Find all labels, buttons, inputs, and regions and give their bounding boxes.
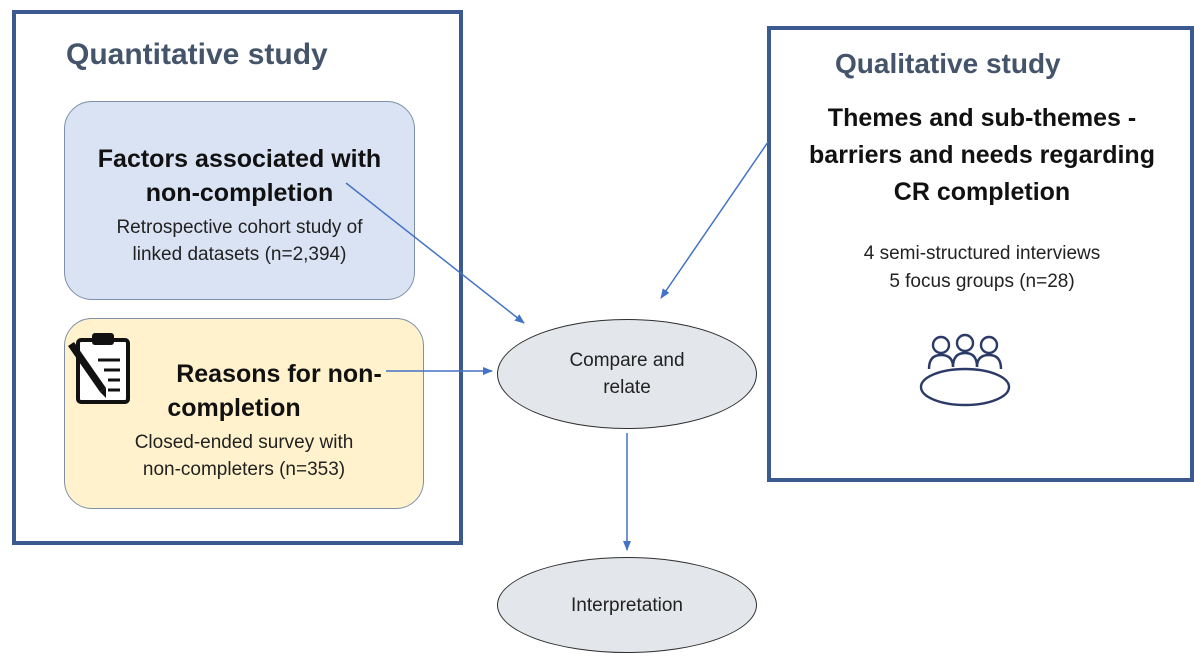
interpretation-label: Interpretation <box>571 594 683 616</box>
qualitative-detail-line1: 4 semi-structured interviews <box>863 243 1101 264</box>
qualitative-details: 4 semi-structured interviews 5 focus gro… <box>787 240 1177 296</box>
reasons-heading-line2: completion <box>167 394 301 422</box>
factors-heading-line1: Factors associated with <box>97 145 382 173</box>
qualitative-heading-line3: CR completion <box>893 178 1071 206</box>
compare-and-relate-ellipse: Compare and relate <box>497 319 757 429</box>
qualitative-heading: Themes and sub-themes - barriers and nee… <box>787 100 1177 211</box>
arrow-qualitative-to-compare <box>660 141 769 299</box>
quantitative-study-title: Quantitative study <box>66 38 328 71</box>
factors-sub-line2: linked datasets (n=2,394) <box>132 244 347 265</box>
qualitative-heading-line2: barriers and needs regarding <box>809 141 1155 169</box>
qualitative-heading-line1: Themes and sub-themes - <box>827 104 1137 132</box>
reasons-sub-line2: non-completers (n=353) <box>142 459 346 480</box>
arrow-factors-to-compare <box>345 182 525 324</box>
factors-box: Factors associated with non-completion R… <box>64 101 415 300</box>
compare-label-line2: relate <box>603 377 651 398</box>
qualitative-study-panel <box>767 26 1194 482</box>
focus-group-icon <box>919 333 1011 407</box>
factors-sub-line1: Retrospective cohort study of <box>116 217 363 238</box>
reasons-heading-line1: Reasons for non- <box>176 360 382 388</box>
qualitative-detail-line2: 5 focus groups (n=28) <box>889 271 1075 292</box>
interpretation-ellipse: Interpretation <box>497 557 757 653</box>
reasons-text: Reasons for non- completion <box>65 357 423 425</box>
compare-label-line1: Compare and <box>569 350 685 371</box>
clipboard-pencil-icon <box>68 333 130 404</box>
factors-heading-line2: non-completion <box>145 179 334 207</box>
compare-label: Compare and relate <box>569 347 684 401</box>
qualitative-study-title: Qualitative study <box>835 48 1061 79</box>
reasons-sub-line1: Closed-ended survey with <box>134 432 354 453</box>
